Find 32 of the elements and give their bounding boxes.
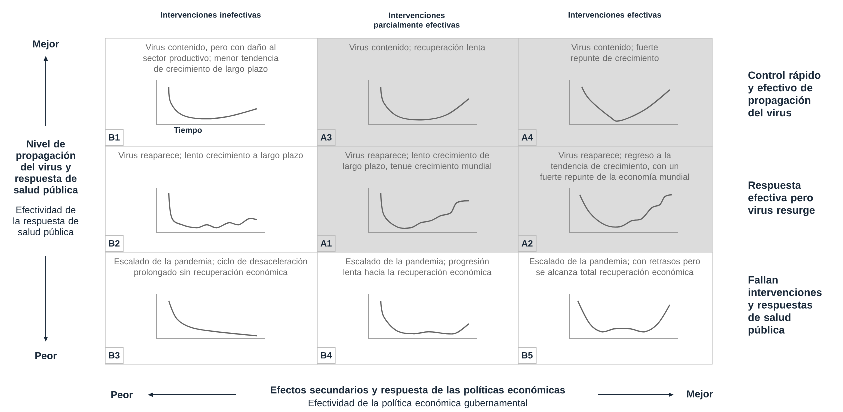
axis-title: Efectos secundarios y respuesta de las políticas económicas: [271, 386, 566, 396]
axis-subtitle: Efectividad de la respuesta de salud pública: [14, 206, 79, 238]
code-badge: A3: [317, 129, 336, 146]
code-badge: B2: [105, 235, 124, 252]
scenario-cell: Escalado de la pandemia; progresión lenta hacia la recuperación económica B4: [317, 252, 519, 365]
code-badge: A4: [518, 129, 537, 146]
row-heading: Control rápido y efectivo de propagación del virus: [748, 71, 821, 117]
scenario-cell: Virus contenido; recuperación lenta A3: [317, 38, 519, 147]
axis-subtitle: Efectividad de la política económica gubernamental: [308, 400, 528, 408]
axis-end-label: Mejor: [33, 40, 60, 50]
code-badge: B5: [518, 347, 537, 364]
scenario-cell: Virus reaparece; regreso a la tendencia de crecimiento, con un fuerte repunte de la economía mundial A2: [518, 146, 713, 253]
column-heading: Intervenciones efectivas: [568, 12, 662, 18]
column-heading: Intervenciones inefectivas: [161, 12, 261, 18]
code-badge: A2: [518, 235, 537, 252]
row-heading: Fallan intervenciones y respuestas de salud pública: [748, 276, 822, 336]
code-badge: A1: [317, 235, 336, 252]
axis-label: Tiempo: [174, 127, 202, 135]
code-badge: B3: [105, 347, 124, 364]
row-heading: Respuesta efectiva pero virus resurge: [748, 182, 815, 216]
axis-title: Nivel de propagación del virus y respuesta de salud pública: [14, 140, 78, 196]
column-heading: Intervenciones parcialmente efectivas: [374, 12, 460, 30]
scenario-cell: Virus reaparece; lento crecimiento de largo plazo, tenue crecimiento mundial A1: [317, 146, 519, 253]
code-badge: B1: [105, 129, 124, 146]
scenario-cell: Virus contenido; fuerte repunte de crecimiento A4: [518, 38, 713, 147]
code-badge: B4: [317, 347, 336, 364]
axis-end-label: Peor: [36, 352, 57, 360]
scenario-cell: Escalado de la pandemia; ciclo de desaceleración prolongado sin recuperación económica B3: [105, 252, 318, 365]
axis-end-label: Mejor: [687, 390, 714, 400]
scenario-cell: Escalado de la pandemia; con retrasos pero se alcanza total recuperación económica B5: [518, 252, 713, 365]
axis-end-label: Peor: [112, 392, 133, 398]
scenario-cell: Virus reaparece; lento crecimiento a largo plazo B2: [105, 146, 318, 253]
